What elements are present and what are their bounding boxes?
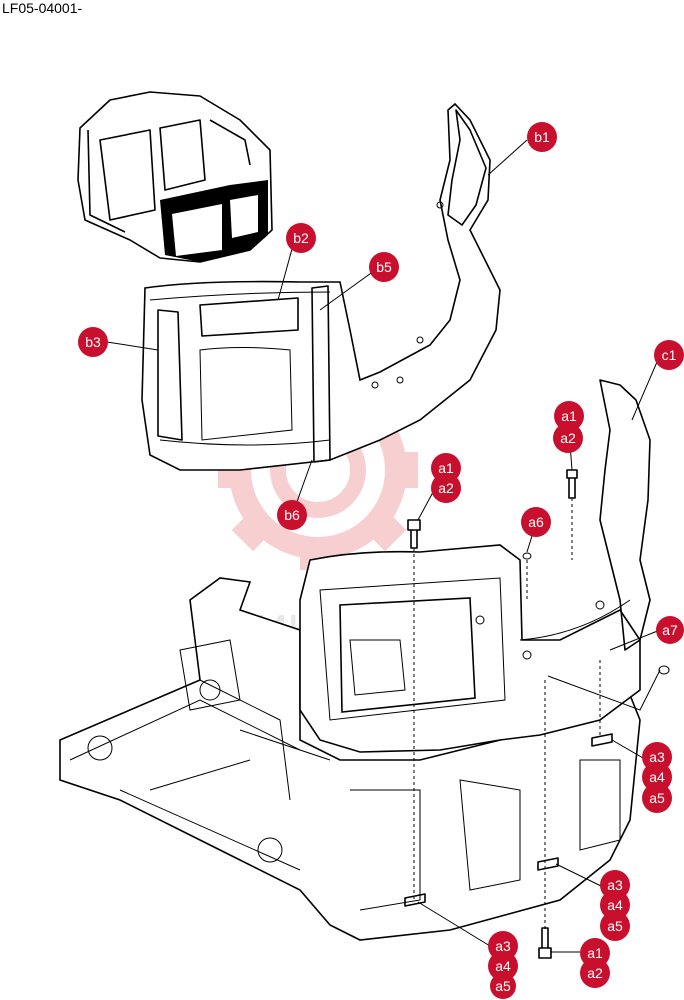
svg-text:b1: b1 — [534, 129, 550, 145]
svg-text:a1: a1 — [561, 408, 577, 424]
svg-text:a2: a2 — [438, 480, 454, 496]
svg-text:b2: b2 — [293, 230, 309, 246]
callout-b1: b1 — [527, 122, 557, 152]
svg-text:a4: a4 — [649, 769, 665, 785]
svg-text:a3: a3 — [495, 938, 511, 954]
svg-text:a7: a7 — [662, 622, 678, 638]
bolt-top — [566, 469, 578, 499]
counterweight — [299, 379, 651, 753]
callout-a7: a7 — [656, 616, 684, 644]
callout-a5-mid: a5 — [600, 911, 630, 941]
callout-c1: c1 — [654, 340, 684, 370]
svg-text:a6: a6 — [528, 514, 544, 530]
callout-b2: b2 — [286, 223, 316, 253]
bolt-bottom — [538, 927, 552, 959]
callout-a4-mid: a4 — [600, 890, 630, 920]
callout-a2-top: a2 — [553, 423, 583, 453]
upper-rear-cover — [141, 102, 501, 471]
drawing-code: LF05-04001- — [2, 0, 83, 16]
callout-a2-bottom: a2 — [580, 958, 610, 988]
svg-text:a2: a2 — [587, 965, 603, 981]
svg-text:a4: a4 — [495, 958, 511, 974]
callout-b6: b6 — [277, 500, 307, 530]
callout-a5-bottom: a5 — [490, 973, 516, 999]
callout-b3: b3 — [78, 327, 108, 357]
shim-right — [591, 733, 613, 747]
svg-text:a5: a5 — [649, 790, 665, 806]
cab-overview — [77, 91, 273, 263]
callout-a4-bottom: a4 — [488, 951, 518, 981]
svg-text:a5: a5 — [495, 978, 511, 994]
callout-a5-right: a5 — [642, 783, 672, 813]
svg-text:a3: a3 — [607, 877, 623, 893]
washer-a6 — [522, 552, 532, 560]
svg-text:b5: b5 — [376, 259, 392, 275]
cap-a7 — [658, 665, 670, 675]
bolt-mid — [407, 519, 421, 549]
callout-a4-right: a4 — [642, 762, 672, 792]
callout-a6: a6 — [521, 507, 551, 537]
shim-mid — [537, 857, 559, 871]
svg-text:b3: b3 — [85, 334, 101, 350]
svg-text:b6: b6 — [284, 507, 300, 523]
svg-text:c1: c1 — [662, 347, 677, 363]
callout-a1-top: a1 — [554, 401, 584, 431]
svg-text:a1: a1 — [587, 945, 603, 961]
svg-text:a4: a4 — [607, 897, 623, 913]
callout-b5: b5 — [369, 252, 399, 282]
svg-text:a2: a2 — [560, 430, 576, 446]
svg-text:a3: a3 — [649, 749, 665, 765]
svg-text:a1: a1 — [438, 460, 454, 476]
callout-a2-mid: a2 — [431, 473, 461, 503]
svg-text:a5: a5 — [607, 918, 623, 934]
shim-bottom — [404, 893, 426, 907]
